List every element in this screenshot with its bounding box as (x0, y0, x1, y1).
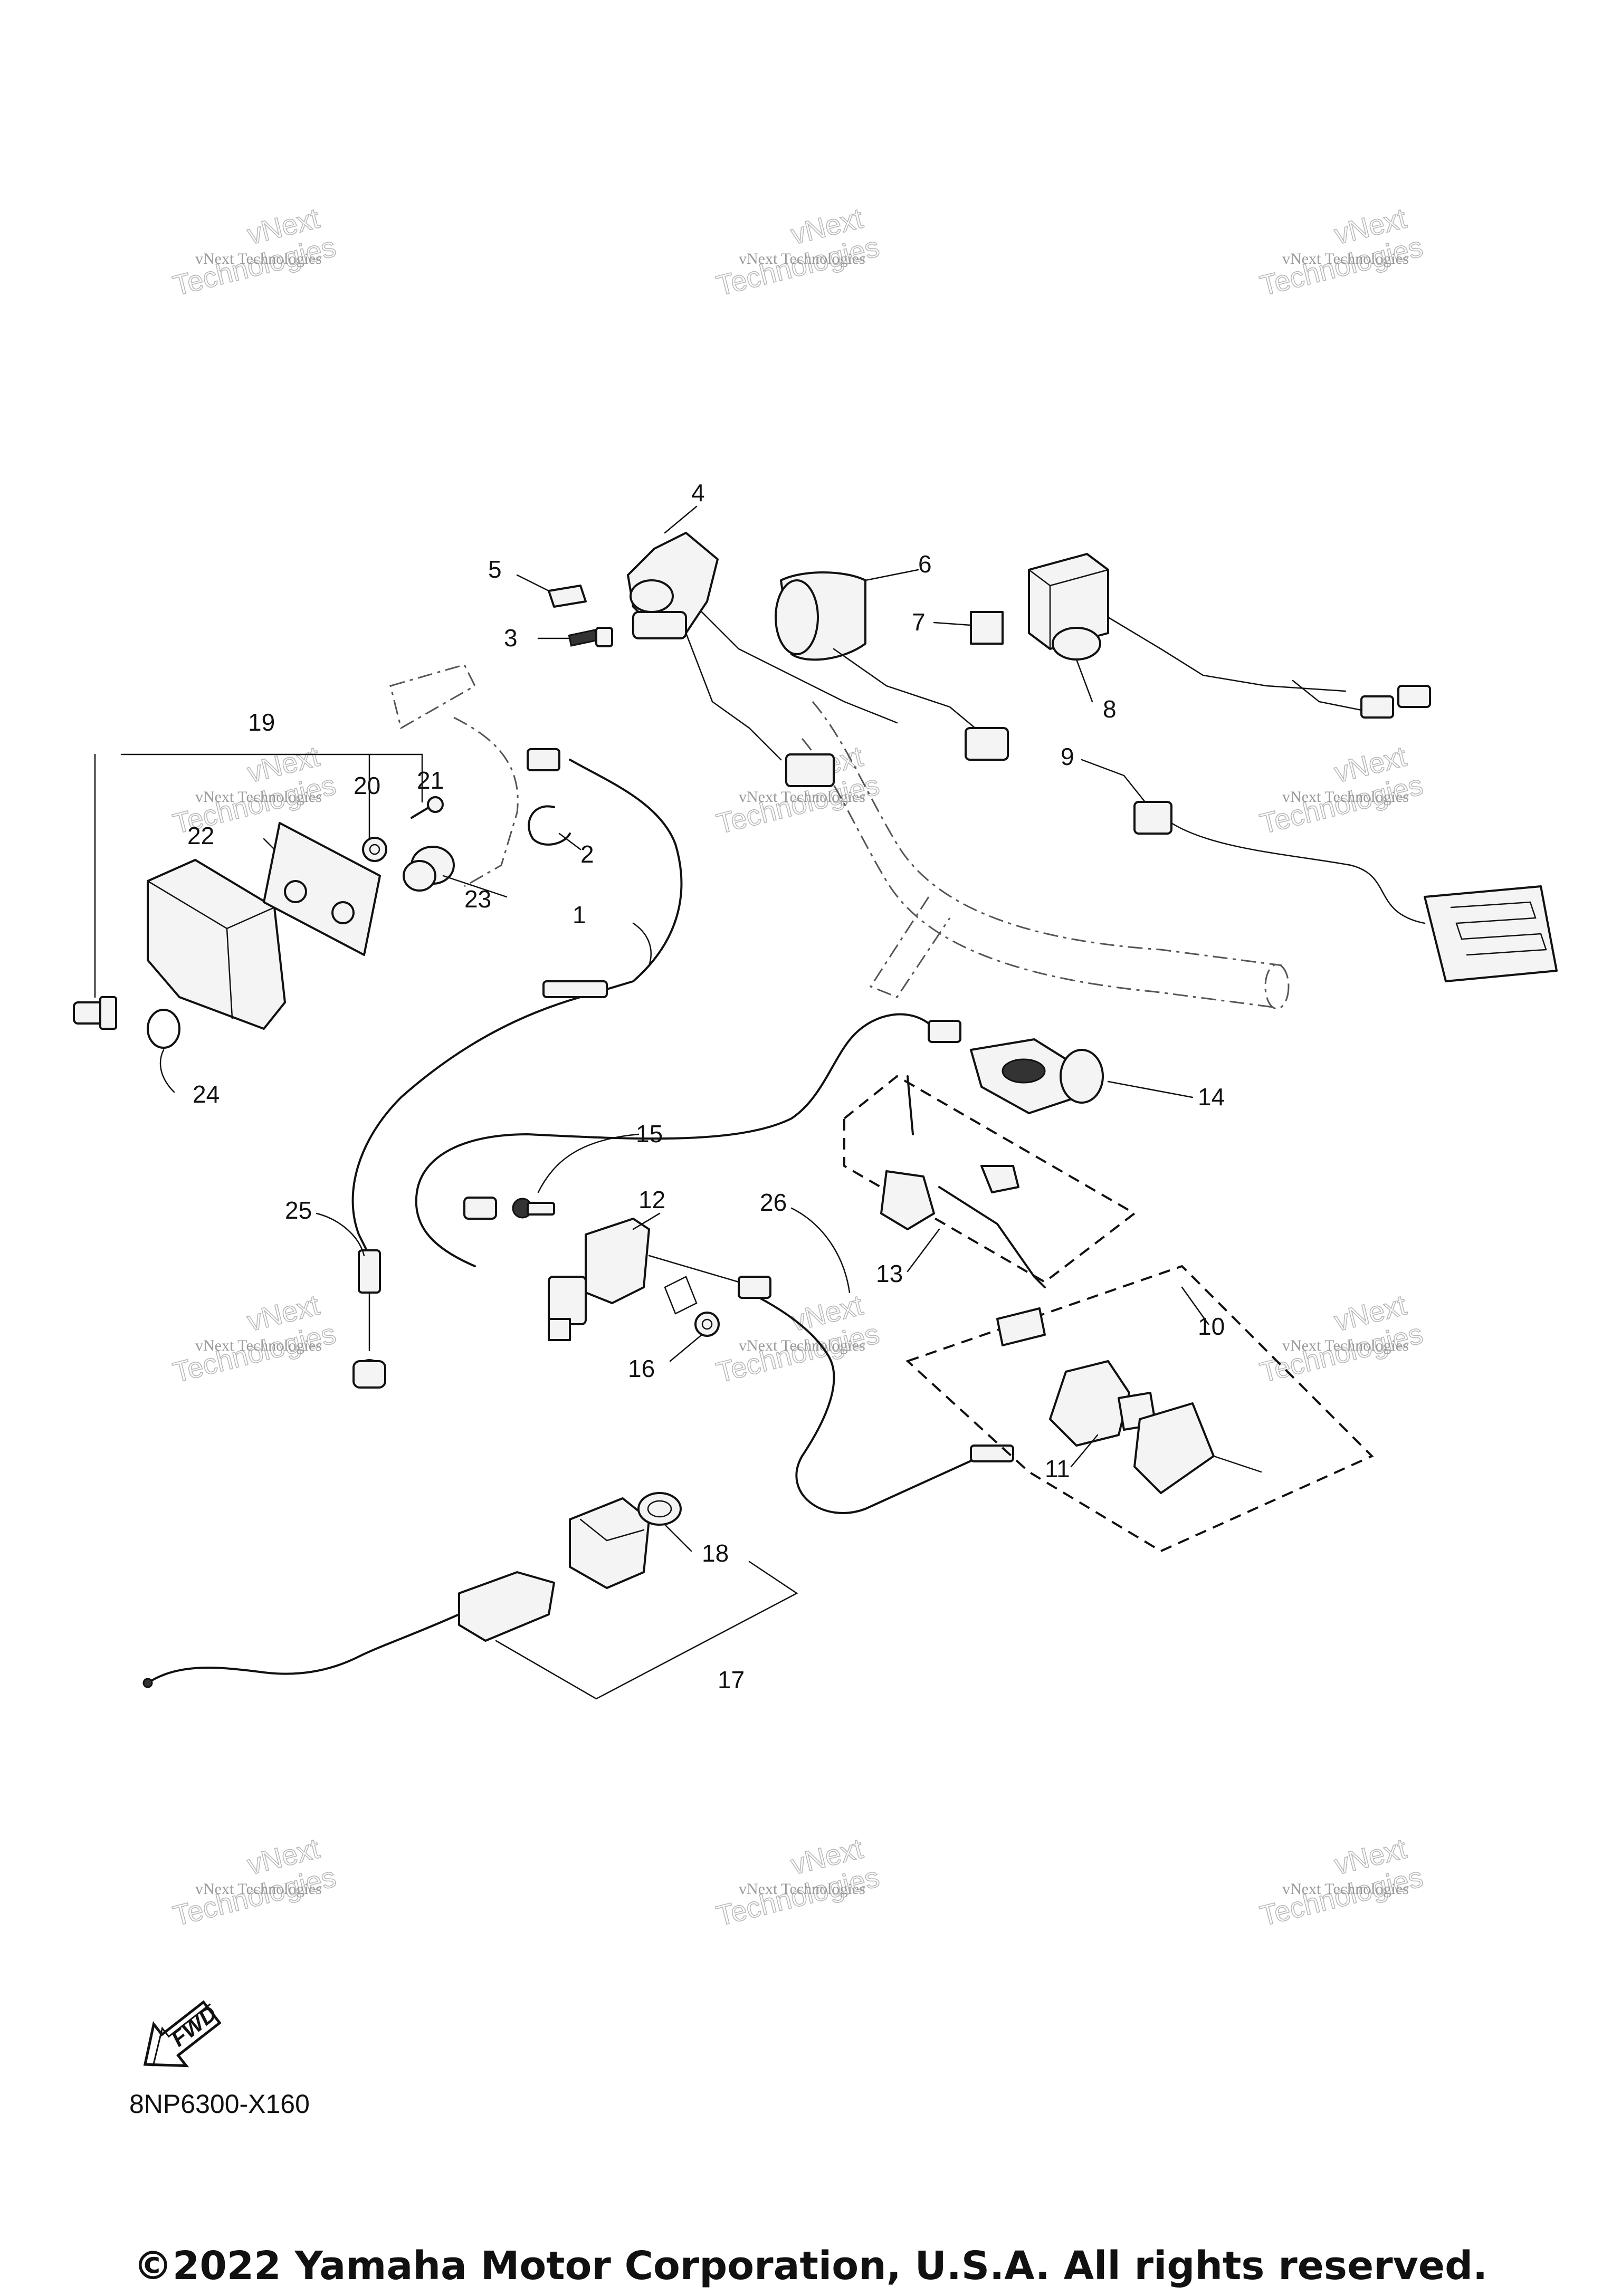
watermark-line2: vNext Technologies (739, 788, 865, 806)
handlebar-outline (801, 701, 1290, 1010)
callout-15: 15 (636, 1120, 663, 1147)
watermark: Technologies vNext Technologies vNext (1256, 1289, 1426, 1389)
callout-26: 26 (760, 1189, 787, 1216)
callout-21: 21 (417, 767, 444, 794)
lever-holder-14[interactable] (970, 1038, 1104, 1114)
watermark-line2: vNext Technologies (1282, 1337, 1409, 1354)
thumb-lever-ghost (389, 664, 519, 887)
watermark: Technologies vNext Technologies vNext (1256, 1832, 1426, 1933)
callout-16: 16 (628, 1355, 655, 1382)
connector (785, 753, 835, 787)
switch-box[interactable] (1028, 553, 1431, 719)
nut-18[interactable] (637, 1492, 682, 1526)
callouts: 1 2 3 4 5 6 7 8 9 10 11 12 13 14 15 16 1… (187, 479, 1225, 1694)
callout-22: 22 (187, 822, 214, 849)
lever-assembly-13[interactable] (843, 1075, 1137, 1288)
watermark-line2: vNext Technologies (1282, 1880, 1409, 1898)
pin-21[interactable] (411, 796, 444, 819)
callout-13: 13 (876, 1260, 903, 1287)
connector (1397, 685, 1431, 708)
callout-4: 4 (691, 479, 705, 506)
cable-26[interactable] (415, 1013, 1014, 1514)
watermark-line2: vNext Technologies (739, 1337, 865, 1354)
callout-7: 7 (912, 608, 926, 636)
watermark-line2: vNext Technologies (195, 250, 322, 267)
callout-9: 9 (1061, 743, 1074, 770)
watermark: Technologies vNext Technologies vNext (169, 1832, 339, 1933)
watermark-line2: vNext Technologies (195, 788, 322, 806)
knob-23[interactable] (403, 846, 455, 892)
fwd-arrow-icon: FWD (143, 2000, 222, 2068)
watermark: Technologies vNext Technologies vNext (713, 1289, 883, 1389)
nut-16[interactable] (664, 1276, 720, 1337)
copyright-notice: ©2022 Yamaha Motor Corporation, U.S.A. A… (134, 2243, 1487, 2289)
gasket-plate[interactable] (263, 822, 381, 956)
callout-14: 14 (1198, 1083, 1225, 1111)
heater-element[interactable] (1133, 801, 1558, 982)
callout-1: 1 (573, 901, 586, 929)
lever-assembly-10[interactable] (905, 1265, 1374, 1553)
screw[interactable] (568, 627, 613, 647)
callout-3: 3 (504, 624, 518, 652)
watermark: Technologies vNext Technologies vNext (1256, 202, 1426, 302)
nut-20[interactable] (362, 837, 387, 862)
watermark-line2: vNext Technologies (195, 1880, 322, 1898)
callout-6: 6 (918, 550, 932, 578)
clip[interactable] (528, 805, 571, 846)
sensor-19[interactable] (73, 996, 117, 1030)
cable-end-connector[interactable] (463, 1197, 497, 1220)
callout-5: 5 (488, 556, 502, 583)
callout-23: 23 (464, 885, 491, 913)
connector (965, 727, 1009, 761)
leader-lines (94, 505, 1209, 1700)
callout-11: 11 (1045, 1455, 1070, 1482)
grip[interactable] (775, 571, 1009, 761)
watermark: Technologies vNext Technologies vNext (713, 1832, 883, 1933)
watermark-line2: vNext Technologies (739, 250, 865, 267)
callout-2: 2 (580, 840, 594, 868)
throttle-cable[interactable] (351, 748, 683, 1257)
cable-assembly-17[interactable] (142, 1497, 650, 1688)
watermark: Technologies vNext Technologies vNext (169, 202, 339, 302)
watermark: Technologies vNext Technologies vNext (1256, 740, 1426, 840)
diagram-code: 8NP6300-X160 (129, 2089, 310, 2119)
label-sticker (548, 585, 587, 608)
watermark-line2: vNext Technologies (739, 1880, 865, 1898)
watermark-line2: vNext Technologies (1282, 788, 1409, 806)
watermark-line2: vNext Technologies (1282, 250, 1409, 267)
callout-20: 20 (354, 772, 380, 799)
cover-box[interactable] (147, 859, 286, 1030)
connector (1360, 695, 1394, 719)
watermark-grid: Technologies vNext Technologies vNext Te… (169, 202, 1426, 1933)
brake-switch[interactable] (548, 1218, 740, 1341)
cable-end-25[interactable] (352, 1249, 386, 1389)
watermark-line2: vNext Technologies (195, 1337, 322, 1354)
watermark: Technologies vNext Technologies vNext (713, 202, 883, 302)
callout-10: 10 (1198, 1313, 1225, 1340)
callout-19: 19 (248, 709, 275, 736)
sticker (970, 611, 1004, 645)
callout-24: 24 (193, 1080, 220, 1108)
callout-25: 25 (285, 1197, 312, 1224)
callout-8: 8 (1103, 695, 1117, 723)
callout-12: 12 (638, 1186, 665, 1213)
o-ring-24[interactable] (147, 1009, 180, 1049)
watermark: Technologies vNext Technologies vNext (169, 1289, 339, 1389)
bolt-15[interactable] (512, 1198, 555, 1219)
handle-switch-assembly[interactable] (627, 532, 898, 787)
callout-17: 17 (718, 1666, 745, 1694)
callout-18: 18 (702, 1539, 729, 1567)
